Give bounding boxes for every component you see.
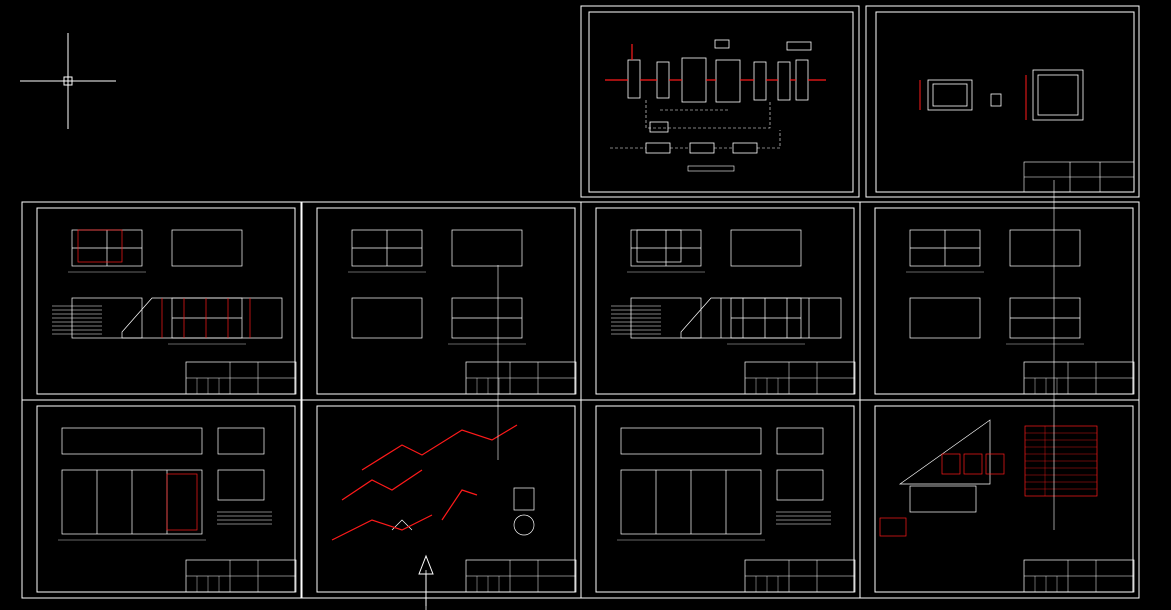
sheet-row1-col1[interactable] (21, 201, 302, 401)
sheet-row1-col3[interactable] (580, 201, 861, 401)
sheet-row1-col2[interactable] (301, 201, 582, 401)
sheet-row1-col4[interactable] (859, 201, 1140, 401)
sheet-row2-col2-isometric[interactable] (301, 399, 582, 599)
cad-crosshair-cursor-icon (20, 33, 116, 129)
sheet-row2-col1[interactable] (21, 399, 302, 599)
tank-plan-small[interactable] (865, 5, 1140, 198)
ucs-y-axis-arrow-icon (418, 554, 434, 606)
sheet-row2-col3[interactable] (580, 399, 861, 599)
process-flow-diagram[interactable] (580, 5, 860, 198)
sheet-row2-col4[interactable] (859, 399, 1140, 599)
drawing-sheet-grid (21, 201, 1140, 599)
